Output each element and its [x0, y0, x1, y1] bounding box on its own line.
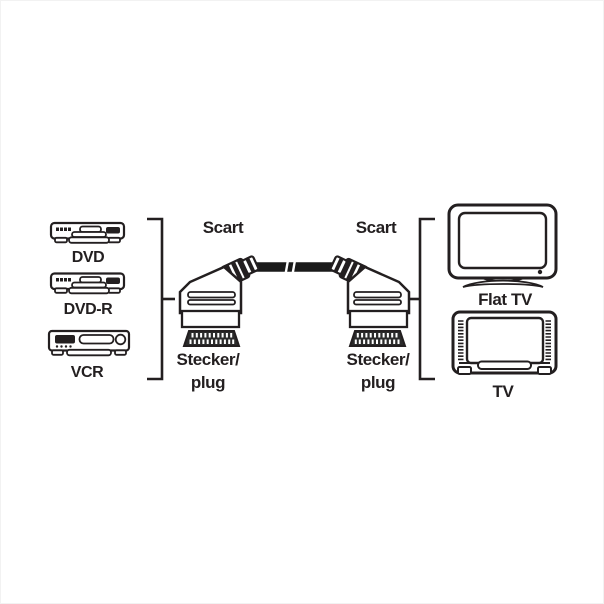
plug-line: plug [190, 372, 226, 392]
tv-label: TV [492, 382, 514, 401]
scart-label-right: Scart [355, 218, 397, 237]
stecker-plug-label-left: Stecker/ plug [177, 349, 240, 395]
stecker-plug-label-right: Stecker/ plug [347, 349, 410, 395]
vcr-icon [47, 329, 131, 357]
stecker-line: Stecker/ [346, 350, 410, 369]
right-scart-plug-icon [327, 252, 411, 348]
crt-tv-icon [451, 310, 558, 375]
right-bracket [407, 217, 435, 381]
dvd-recorder-icon [49, 272, 126, 295]
dvd-player-icon [49, 221, 126, 244]
vcr-label: VCR [70, 364, 104, 381]
scart-cable-icon [246, 260, 343, 274]
flat-tv-icon [447, 203, 558, 288]
plug-line: plug [360, 372, 396, 392]
dvd-label: DVD [71, 249, 105, 266]
dvd-r-label: DVD-R [63, 301, 113, 318]
left-scart-plug-icon [178, 252, 262, 348]
stecker-line: Stecker/ [176, 350, 240, 369]
flat-tv-label: Flat TV [478, 290, 532, 309]
left-bracket [147, 217, 175, 381]
scart-label-left: Scart [202, 218, 244, 237]
